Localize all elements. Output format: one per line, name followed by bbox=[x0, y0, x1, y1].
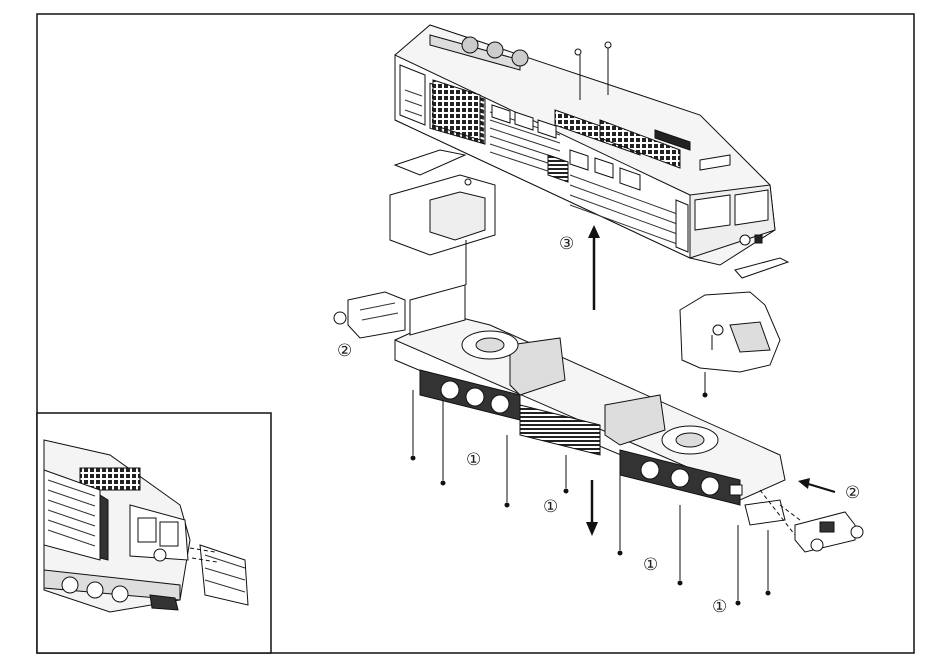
right-cab-module bbox=[680, 292, 780, 397]
right-coupler-parts bbox=[795, 512, 863, 552]
step-1-screw-d: ① bbox=[712, 599, 727, 616]
inset-detail bbox=[37, 413, 271, 653]
step-2-right-coupler: ② bbox=[845, 485, 860, 502]
step-1-screw-c: ① bbox=[643, 557, 658, 574]
down-arrow bbox=[586, 480, 598, 536]
step-3-lift-body: ③ bbox=[559, 236, 574, 253]
left-cab-module bbox=[390, 175, 495, 285]
left-coupler-bracket bbox=[334, 292, 405, 338]
step-1-screw-b: ① bbox=[543, 499, 558, 516]
coupler-insert-arrow bbox=[798, 478, 835, 492]
step-1-screw-a: ① bbox=[466, 452, 481, 469]
step-2-left-coupler: ② bbox=[337, 343, 352, 360]
lift-arrow bbox=[588, 225, 600, 310]
